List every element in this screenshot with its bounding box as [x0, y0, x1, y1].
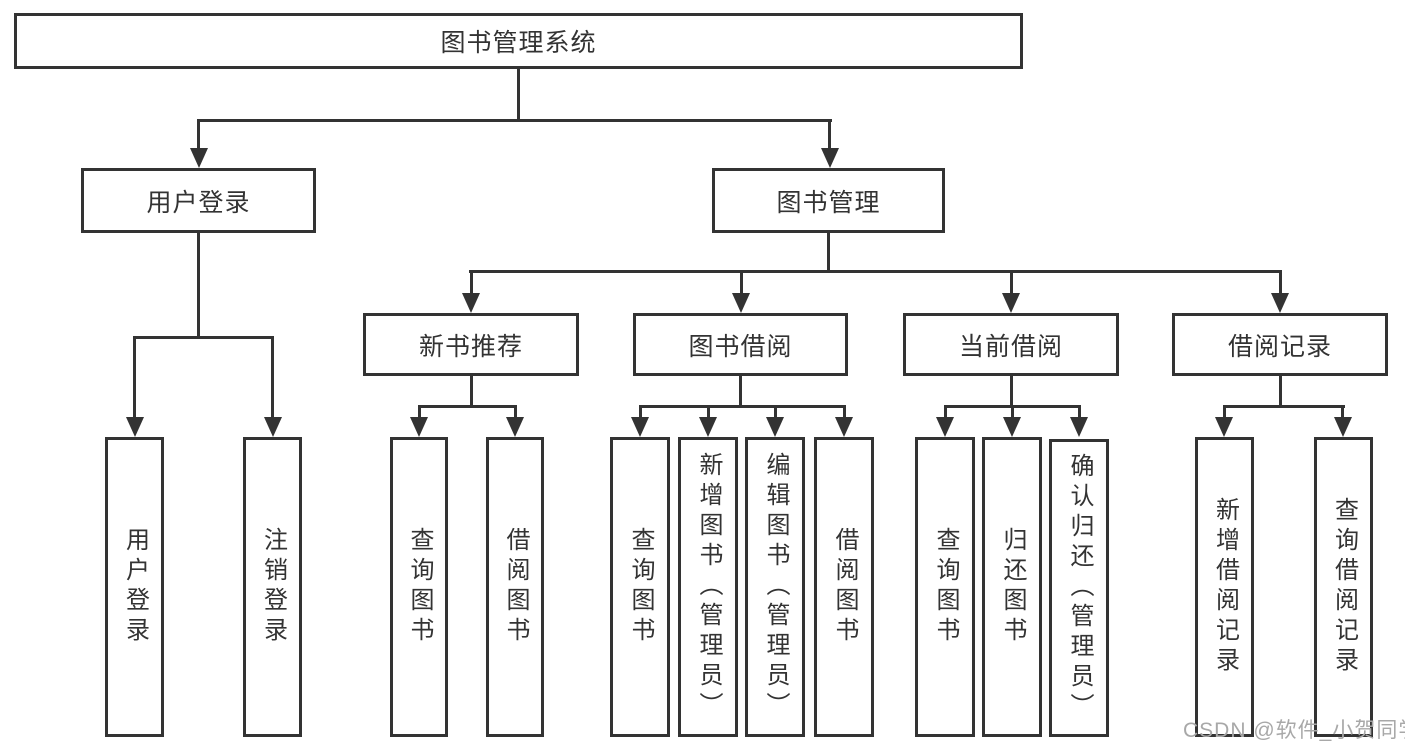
arrowhead-down-icon [732, 293, 750, 313]
edge-line [469, 270, 1282, 273]
arrowhead-down-icon [264, 417, 282, 437]
edge-line [843, 405, 846, 417]
edge-line [418, 405, 421, 417]
edge-line [470, 376, 473, 407]
node-root: 图书管理系统 [14, 13, 1023, 69]
arrowhead-down-icon [1002, 293, 1020, 313]
edge-line [418, 405, 517, 408]
leaf-user-login: 用户登录 [105, 437, 164, 737]
node-book-management-label: 图书管理 [776, 188, 881, 217]
arrowhead-down-icon [699, 417, 717, 437]
edge-line [517, 68, 520, 121]
leaf-edit-books-admin-label: 编辑图书（管理员） [762, 452, 789, 722]
node-current-borrowing-label: 当前借阅 [958, 332, 1063, 361]
edge-line [133, 336, 274, 339]
arrowhead-down-icon [1215, 417, 1233, 437]
arrowhead-down-icon [1271, 293, 1289, 313]
edge-line [1341, 405, 1344, 417]
edge-line [639, 405, 642, 417]
edge-line [639, 405, 846, 408]
node-new-book-recommend: 新书推荐 [363, 313, 579, 376]
edge-line [470, 270, 473, 293]
leaf-add-books-admin-label: 新增图书（管理员） [695, 452, 722, 722]
node-current-borrowing: 当前借阅 [903, 313, 1119, 376]
leaf-confirm-return-admin-label: 确认归还（管理员） [1066, 453, 1093, 723]
leaf-borrow-books-2-label: 借阅图书 [831, 527, 858, 647]
edge-line [197, 233, 200, 338]
leaf-return-books: 归还图书 [982, 437, 1042, 737]
leaf-edit-books-admin: 编辑图书（管理员） [745, 437, 805, 737]
leaf-query-borrowing-record: 查询借阅记录 [1314, 437, 1373, 737]
edge-line [828, 119, 831, 149]
edge-line [1010, 376, 1013, 407]
edge-line [827, 233, 830, 272]
node-borrowing-records: 借阅记录 [1172, 313, 1388, 376]
edge-line [133, 336, 136, 417]
node-book-borrowing-label: 图书借阅 [688, 332, 793, 361]
edge-line [1223, 405, 1226, 417]
node-borrowing-records-label: 借阅记录 [1227, 332, 1332, 361]
node-root-label: 图书管理系统 [440, 29, 597, 57]
leaf-borrow-books-1-label: 借阅图书 [502, 527, 529, 647]
node-new-book-recommend-label: 新书推荐 [418, 332, 523, 361]
edge-line [944, 405, 947, 417]
node-user-login-label: 用户登录 [146, 188, 251, 217]
leaf-borrow-books-1: 借阅图书 [486, 437, 544, 737]
leaf-query-books-1: 查询图书 [390, 437, 448, 737]
edge-line [740, 270, 743, 293]
arrowhead-down-icon [126, 417, 144, 437]
edge-line [1010, 270, 1013, 293]
edge-line [271, 336, 274, 417]
arrowhead-down-icon [462, 293, 480, 313]
arrowhead-down-icon [190, 148, 208, 168]
edge-line [1279, 270, 1282, 293]
node-user-login: 用户登录 [81, 168, 316, 233]
edge-line [774, 405, 777, 417]
leaf-confirm-return-admin: 确认归还（管理员） [1049, 439, 1109, 737]
leaf-add-borrowing-record: 新增借阅记录 [1195, 437, 1254, 737]
edge-line [197, 119, 200, 149]
leaf-logout: 注销登录 [243, 437, 302, 737]
arrowhead-down-icon [936, 417, 954, 437]
arrowhead-down-icon [410, 417, 428, 437]
leaf-borrow-books-2: 借阅图书 [814, 437, 874, 737]
arrowhead-down-icon [631, 417, 649, 437]
watermark: CSDN @软件_小贺同学 [1183, 719, 1405, 742]
edge-line [1011, 405, 1014, 417]
edge-line [1078, 405, 1081, 417]
leaf-add-borrowing-record-label: 新增借阅记录 [1211, 497, 1239, 677]
leaf-query-borrowing-record-label: 查询借阅记录 [1330, 497, 1358, 677]
edge-line [1223, 405, 1345, 408]
arrowhead-down-icon [1334, 417, 1352, 437]
leaf-query-books-3: 查询图书 [915, 437, 975, 737]
leaf-query-books-2-label: 查询图书 [627, 527, 654, 647]
arrowhead-down-icon [766, 417, 784, 437]
leaf-query-books-1-label: 查询图书 [406, 527, 433, 647]
edge-line [1279, 376, 1282, 407]
arrowhead-down-icon [821, 148, 839, 168]
arrowhead-down-icon [1003, 417, 1021, 437]
edge-line [514, 405, 517, 417]
node-book-borrowing: 图书借阅 [633, 313, 848, 376]
arrowhead-down-icon [1070, 417, 1088, 437]
leaf-user-login-label: 用户登录 [121, 527, 149, 647]
leaf-query-books-3-label: 查询图书 [932, 527, 959, 647]
leaf-query-books-2: 查询图书 [610, 437, 670, 737]
arrowhead-down-icon [835, 417, 853, 437]
arrowhead-down-icon [506, 417, 524, 437]
edge-line [707, 405, 710, 417]
node-book-management: 图书管理 [712, 168, 945, 233]
leaf-return-books-label: 归还图书 [999, 527, 1026, 647]
leaf-add-books-admin: 新增图书（管理员） [678, 437, 738, 737]
edge-line [197, 119, 832, 122]
edge-line [739, 376, 742, 407]
leaf-logout-label: 注销登录 [259, 527, 287, 647]
